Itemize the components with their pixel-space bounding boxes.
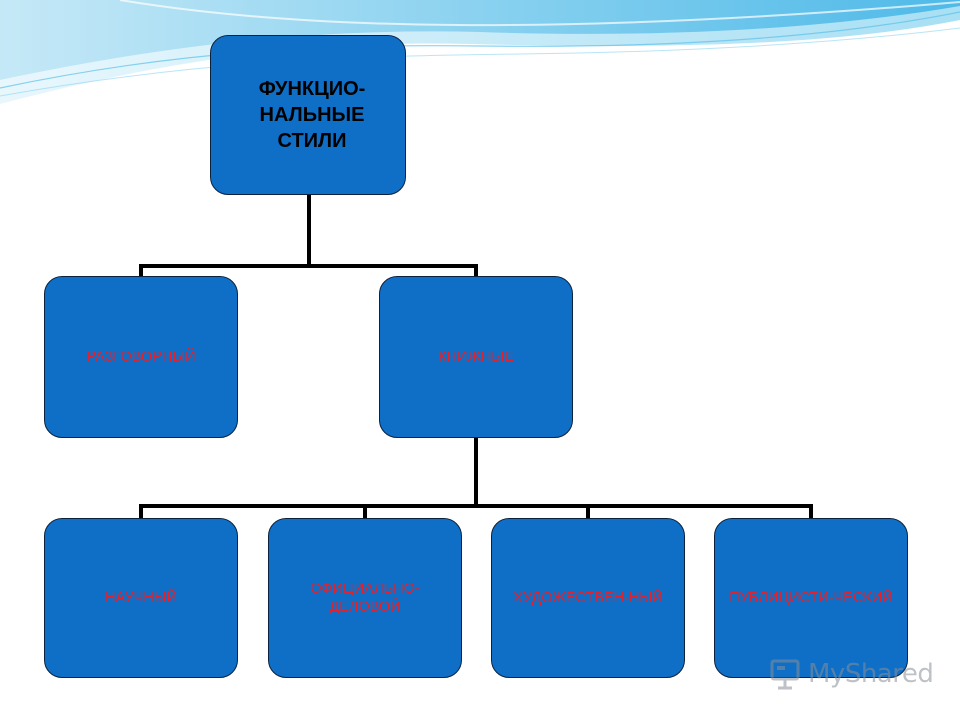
presentation-board-icon: [770, 659, 800, 690]
node-nauchny-label: НАУЧНЫЙ: [104, 590, 178, 606]
node-oficialno-delovoy: ОФИЦИАЛЬНО-ДЕЛОВОЙ: [268, 518, 462, 678]
watermark: MyShared: [768, 656, 934, 692]
header-wave-decoration: [0, 0, 960, 104]
node-razgovorny: РАЗГОВОРНЫЙ: [44, 276, 238, 438]
node-functional-styles-label: ФУНКЦИО-НАЛЬНЫЕ СТИЛИ: [258, 78, 366, 152]
node-publicistichesky: ПУБЛИЦИСТИ-ЧЕСКИЙ: [714, 518, 908, 678]
node-publicistichesky-label: ПУБЛИЦИСТИ-ЧЕСКИЙ: [729, 590, 893, 606]
node-knizhnye: КНИЖНЫЕ: [379, 276, 573, 438]
node-razgovorny-label: РАЗГОВОРНЫЙ: [86, 349, 196, 365]
node-nauchny: НАУЧНЫЙ: [44, 518, 238, 678]
node-hudozhestvenny: ХУДОЖЕСТВЕН-НЫЙ: [491, 518, 685, 678]
node-knizhnye-label: КНИЖНЫЕ: [438, 349, 514, 365]
watermark-text: MyShared: [808, 659, 934, 689]
node-functional-styles: ФУНКЦИО-НАЛЬНЫЕ СТИЛИ: [210, 35, 406, 195]
node-oficialno-delovoy-label: ОФИЦИАЛЬНО-ДЕЛОВОЙ: [310, 581, 420, 615]
node-hudozhestvenny-label: ХУДОЖЕСТВЕН-НЫЙ: [513, 590, 663, 606]
